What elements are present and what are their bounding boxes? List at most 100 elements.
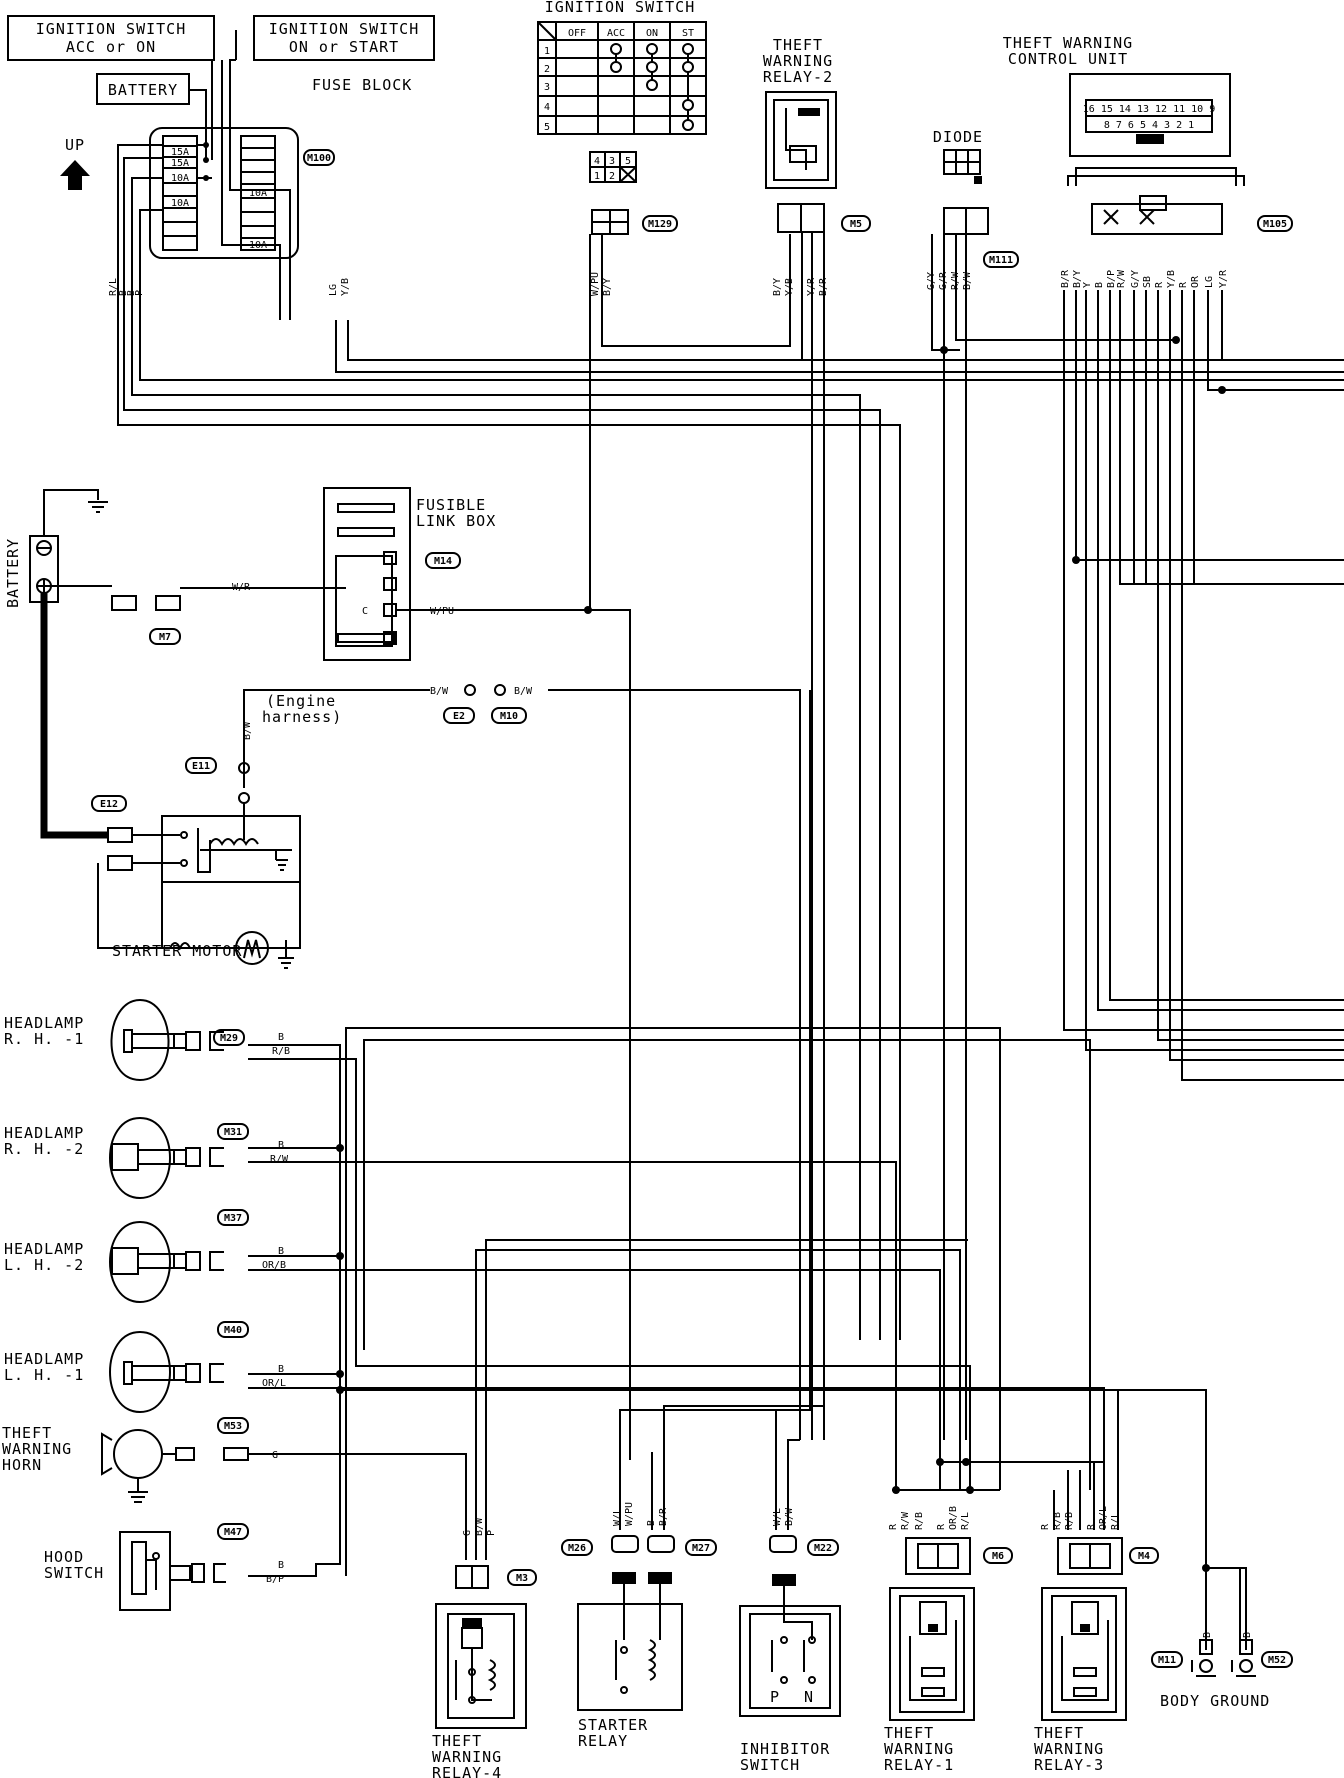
twr4-line2: WARNING [432, 1748, 502, 1766]
wire-r2-m6: R [936, 1523, 947, 1530]
wire-w-l-m22: W/L [772, 1508, 783, 1526]
twr3-line1: THEFT [1034, 1724, 1084, 1742]
fuse-stack-right: 10A 10A [240, 135, 276, 251]
wire-or-b-m6: OR/B [948, 1506, 959, 1530]
wire-r2-m4: R [1086, 1523, 1097, 1530]
wire-r-b-m4: R/B [1052, 1512, 1063, 1530]
wire-m105-1: B/R [1060, 269, 1071, 288]
wire-b-p-hood: B/P [266, 1574, 284, 1585]
wire-b-1: B [118, 290, 129, 296]
engine-harness-line1: (Engine [266, 692, 336, 710]
wire-b-y-m5: B/Y [772, 278, 783, 296]
ign-row-2: 2 [544, 64, 550, 75]
svg-text:M5: M5 [850, 219, 862, 230]
twcu-line2: CONTROL UNIT [1008, 50, 1128, 68]
ign-col-off: OFF [568, 28, 586, 39]
connector-e12: E12 [91, 795, 127, 812]
connector-m111: M111 G/Y G/R R/W B/W [926, 207, 1176, 1440]
hl-rh1-line1: HEADLAMP [4, 1014, 84, 1032]
wire-m105-9: R [1154, 281, 1165, 288]
wire-or-l-m4: OR/L [1098, 1506, 1109, 1530]
svg-text:2: 2 [609, 171, 615, 182]
svg-text:M111: M111 [989, 255, 1013, 266]
twr4-line3: RELAY-4 [432, 1764, 502, 1778]
wire-m105-12: OR [1190, 275, 1201, 288]
m105-wires [1063, 290, 1344, 1081]
inhibitor-line2: SWITCH [740, 1756, 800, 1774]
hl-rh2-line1: HEADLAMP [4, 1124, 84, 1142]
wire-r-l: R/L [108, 278, 119, 296]
wire-r-b-m6: R/B [914, 1512, 925, 1530]
svg-text:M10: M10 [500, 711, 518, 722]
fusible-link-box: C [323, 487, 631, 1452]
connector-m52: M52 [1268, 1655, 1286, 1666]
fuse-right-wires: LG Y/B [279, 250, 351, 320]
horn-line3: HORN [2, 1456, 42, 1474]
body-ground-label: BODY GROUND [1160, 1692, 1270, 1710]
ign-col-acc: ACC [607, 28, 625, 39]
theft-warning-relay-2 [765, 91, 837, 189]
ign-row-4: 4 [544, 102, 550, 113]
theft-warning-relay-4: G B/W P M3 [435, 1517, 537, 1729]
wire-lg: LG [328, 284, 339, 296]
wire-w-pu-m26: W/PU [624, 1502, 635, 1526]
connector-m105: M105 [1067, 167, 1293, 235]
svg-text:3: 3 [609, 156, 615, 167]
inhibitor-line1: INHIBITOR [740, 1740, 830, 1758]
wire-b-2: B [126, 290, 137, 296]
inhibitor-n: N [804, 1688, 814, 1706]
fusible-link-line1: FUSIBLE [416, 496, 486, 514]
ignition-on-start-line2: ON or START [289, 38, 399, 56]
connector-m37: M37 [224, 1213, 242, 1224]
fusible-link-line2: LINK BOX [416, 512, 496, 530]
svg-text:M100: M100 [307, 153, 331, 164]
starter-motor-label: STARTER MOTOR [112, 942, 242, 960]
theft-warning-relay-1: R R/W R/B R OR/B R/L M6 [888, 1458, 1104, 1721]
wire-b-w-m111: B/W [962, 271, 973, 290]
svg-text:1: 1 [594, 171, 600, 182]
wire-m105-2: B/Y [1072, 270, 1083, 288]
connector-m47: M47 [224, 1527, 242, 1538]
wire-m105-10: Y/B [1166, 270, 1177, 288]
cu-pins-top: 16 15 14 13 12 11 10 9 [1083, 104, 1215, 115]
wire-r-b-hl-rh1: R/B [272, 1046, 290, 1057]
hl-rh1-line2: R. H. -1 [4, 1030, 84, 1048]
wire-b-m11: B [1202, 1632, 1213, 1638]
twcu-line1: THEFT WARNING [1003, 34, 1133, 52]
up-label: UP [65, 136, 85, 154]
starter-relay: W/L W/PU B B/R M26 M27 [561, 690, 825, 1711]
fuse-5: 10A [249, 188, 267, 199]
wire-g-m3: G [462, 1530, 473, 1536]
ignition-acc-on-box: IGNITION SWITCH ACC or ON [7, 15, 215, 61]
connector-m129: M129 W/PU B/Y [589, 209, 791, 610]
inhibitor-p: P [770, 1688, 780, 1706]
wire-m105-8: SB [1142, 276, 1153, 288]
engine-harness-wires: B/W B/W B/W [242, 684, 801, 1440]
body-ground: B B M11 M52 [1151, 1567, 1293, 1677]
connector-m26: M26 [568, 1543, 586, 1554]
headlamp-rh1: M29 HEADLAMP R. H. -1 B R/B [4, 998, 290, 1082]
svg-text:M129: M129 [648, 219, 672, 230]
connector-m27: M27 [692, 1543, 710, 1554]
cu-pins-bottom: 8 7 6 5 4 3 2 1 [1104, 120, 1194, 131]
wire-r-b2-m4: R/B [1064, 1512, 1075, 1530]
wire-y-b: Y/B [340, 278, 351, 296]
top-trunk-wires [117, 320, 1344, 1340]
twr4-line1: THEFT [432, 1732, 482, 1750]
headlamp-lh2: M37 HEADLAMP L. H. -2 B OR/B [4, 1209, 286, 1304]
wire-y-b-m5: Y/B [784, 278, 795, 296]
wire-w-l-m26: W/L [612, 1508, 623, 1526]
connector-m53: M53 [224, 1421, 242, 1432]
wire-b-m52: B [1242, 1632, 1253, 1638]
wire-p-m3: P [486, 1530, 497, 1536]
wire-b-w-m10: B/W [514, 686, 533, 697]
wire-b-hl-lh1: B [278, 1364, 284, 1375]
connector-m7: M7 W/R [111, 582, 337, 645]
wire-g-horn: G [272, 1450, 278, 1461]
connector-m14: M14 [425, 552, 461, 569]
starter-relay-line2: RELAY [578, 1732, 628, 1750]
connector-m100: M100 [303, 149, 335, 166]
svg-text:E2: E2 [453, 711, 465, 722]
twr2-line3: RELAY-2 [763, 68, 833, 86]
wire-m105-4: B [1094, 282, 1105, 288]
